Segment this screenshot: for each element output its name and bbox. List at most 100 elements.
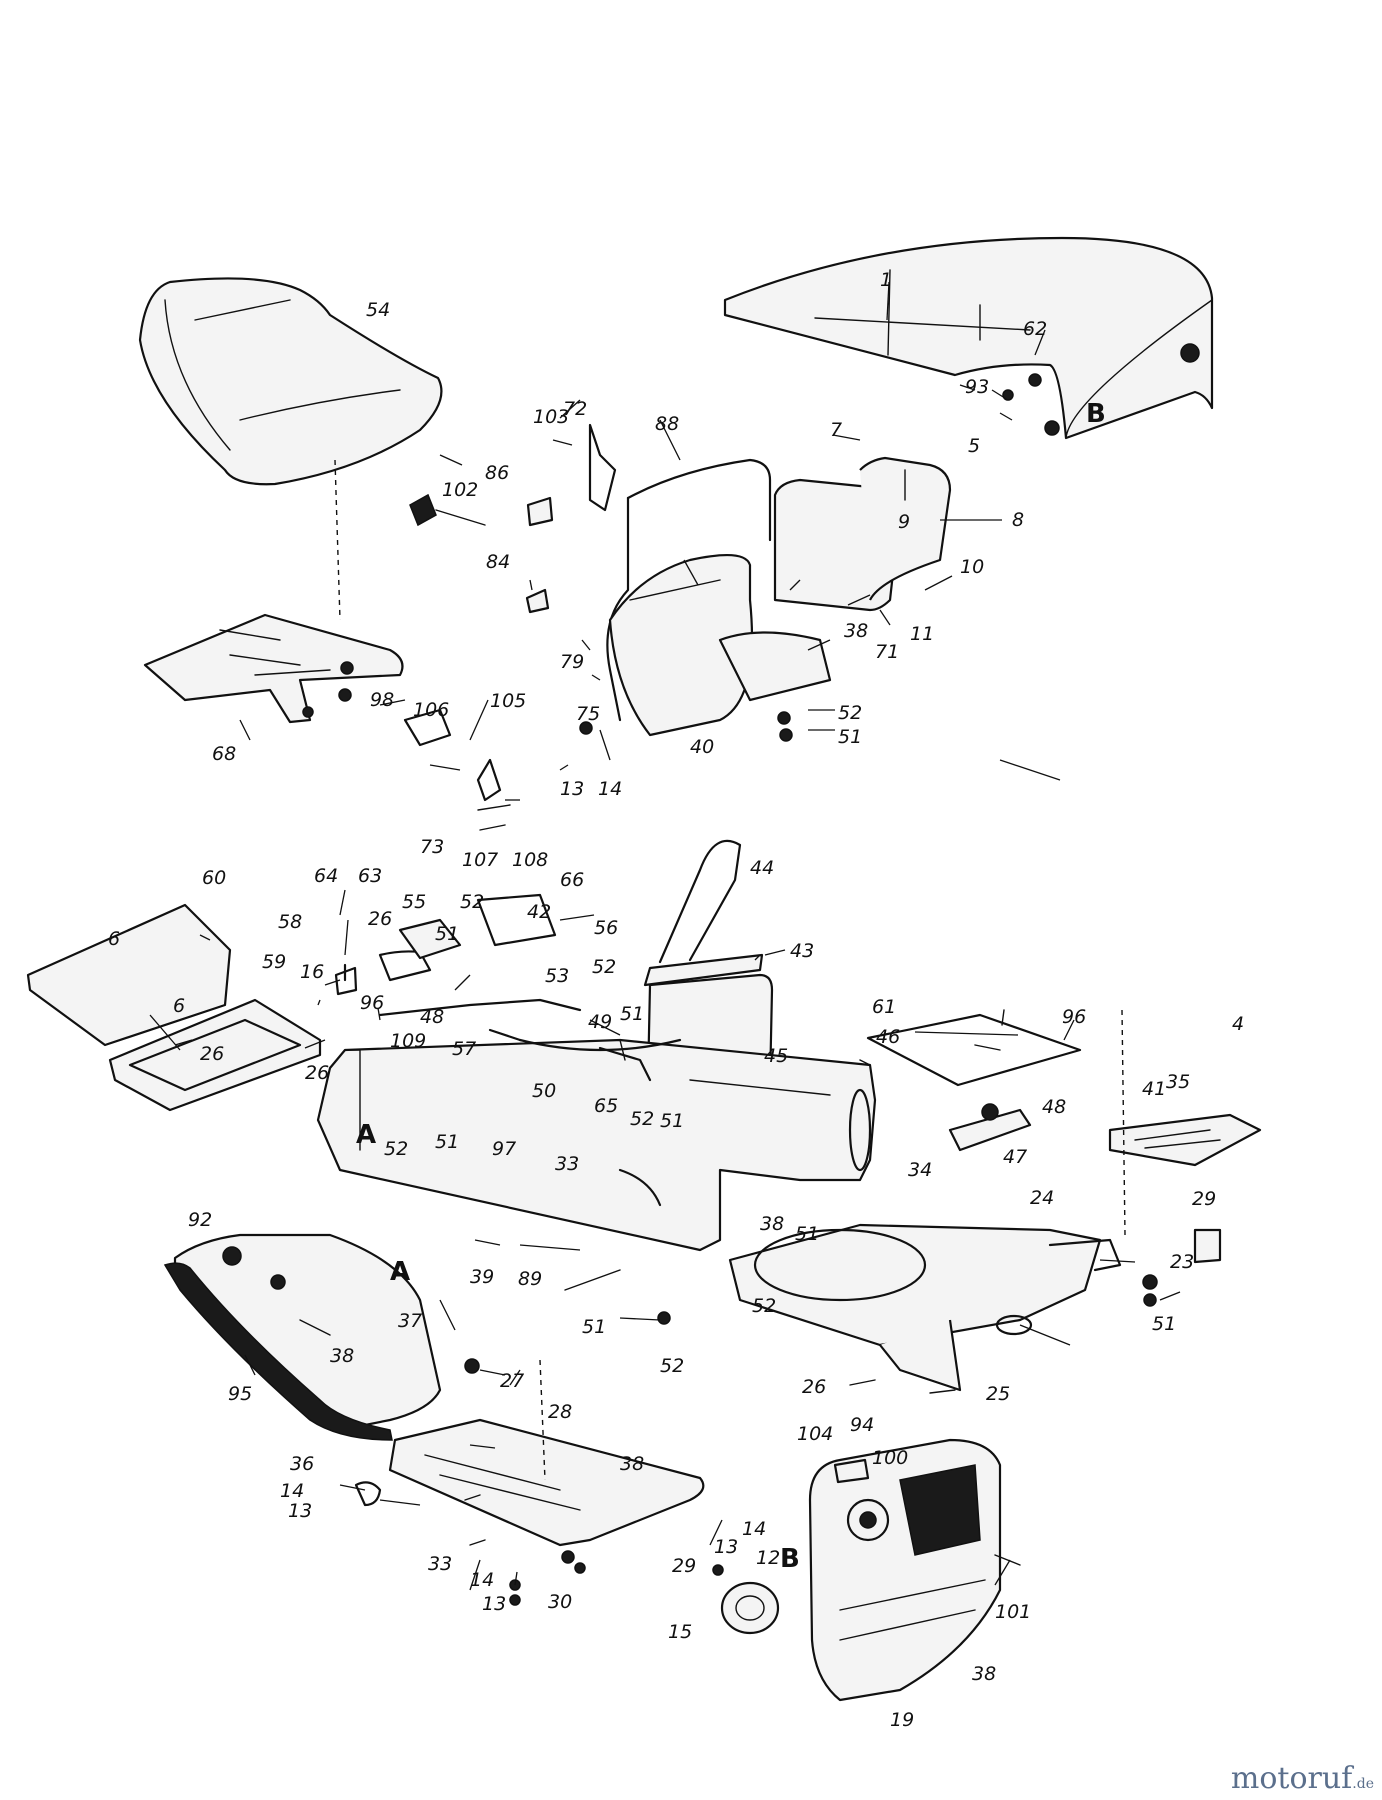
callout-98: 98	[370, 689, 394, 711]
callout-107: 107	[462, 849, 498, 871]
callout-92: 92	[188, 1209, 212, 1231]
callout-33: 33	[428, 1553, 452, 1575]
ref-mark-a: A	[356, 1120, 376, 1150]
callout-10: 10	[960, 556, 984, 578]
bracket-plate-part	[866, 1013, 1082, 1152]
ref-mark-b: B	[780, 1544, 800, 1574]
callout-7: 7	[830, 419, 842, 441]
callout-52: 52	[660, 1355, 684, 1377]
callout-104: 104	[797, 1423, 833, 1445]
callout-50: 50	[532, 1080, 556, 1102]
hardware-fasteners	[334, 373, 1222, 1606]
callout-43: 43	[790, 940, 814, 962]
callout-72: 72	[563, 398, 587, 420]
callout-96: 96	[1062, 1006, 1086, 1028]
callout-102: 102	[442, 479, 478, 501]
callout-79: 79	[560, 651, 584, 673]
callout-106: 106	[413, 699, 449, 721]
callout-52: 52	[592, 956, 616, 978]
callout-58: 58	[278, 911, 302, 933]
right-bracket-part	[1108, 1009, 1262, 1236]
callout-101: 101	[995, 1601, 1031, 1623]
callout-38: 38	[972, 1663, 996, 1685]
callout-29: 29	[1192, 1188, 1216, 1210]
callout-51: 51	[435, 923, 459, 945]
callout-8: 8	[1012, 509, 1024, 531]
seat-plate-part	[143, 613, 404, 724]
callout-27: 27	[500, 1370, 524, 1392]
callout-41: 41	[1142, 1078, 1166, 1100]
callout-57: 57	[452, 1038, 476, 1060]
callout-14: 14	[742, 1518, 766, 1540]
callout-5: 5	[968, 435, 980, 457]
callout-52: 52	[630, 1108, 654, 1130]
callout-51: 51	[1152, 1313, 1176, 1335]
callout-65: 65	[594, 1095, 618, 1117]
callout-88: 88	[655, 413, 679, 435]
callout-24: 24	[1030, 1187, 1054, 1209]
callout-46: 46	[876, 1026, 900, 1048]
callout-71: 71	[875, 641, 899, 663]
callout-37: 37	[398, 1310, 422, 1332]
ref-mark-a: A	[390, 1257, 410, 1287]
footrest-part	[388, 1359, 705, 1547]
callout-38: 38	[844, 620, 868, 642]
callout-16: 16	[300, 961, 324, 983]
callout-100: 100	[872, 1447, 908, 1469]
callout-97: 97	[492, 1138, 516, 1160]
callout-14: 14	[470, 1569, 494, 1591]
callout-33: 33	[555, 1153, 579, 1175]
callout-34: 34	[908, 1159, 932, 1181]
callout-64: 64	[314, 865, 338, 887]
callout-45: 45	[764, 1045, 788, 1067]
callout-52: 52	[384, 1138, 408, 1160]
callout-13: 13	[560, 778, 584, 800]
callout-51: 51	[660, 1110, 684, 1132]
callout-26: 26	[200, 1043, 224, 1065]
callout-108: 108	[512, 849, 548, 871]
fuel-tank-part	[773, 456, 952, 612]
rear-frame-part	[728, 1223, 1122, 1392]
callout-35: 35	[1166, 1071, 1190, 1093]
leader-lines	[149, 281, 1181, 1591]
callout-51: 51	[435, 1131, 459, 1153]
callout-14: 14	[598, 778, 622, 800]
callout-28: 28	[548, 1401, 572, 1423]
callout-68: 68	[212, 743, 236, 765]
callout-23: 23	[1170, 1251, 1194, 1273]
callout-13: 13	[288, 1500, 312, 1522]
callout-6: 6	[108, 928, 120, 950]
callout-49: 49	[588, 1011, 612, 1033]
callout-26: 26	[802, 1376, 826, 1398]
callout-48: 48	[420, 1006, 444, 1028]
callout-51: 51	[620, 1003, 644, 1025]
callout-6: 6	[173, 995, 185, 1017]
dash-panel-part	[606, 458, 832, 737]
callout-94: 94	[850, 1414, 874, 1436]
callout-4: 4	[1232, 1013, 1244, 1035]
callout-12: 12	[756, 1547, 780, 1569]
callout-40: 40	[690, 736, 714, 758]
callout-51: 51	[795, 1223, 819, 1245]
callout-38: 38	[760, 1213, 784, 1235]
callout-44: 44	[750, 857, 774, 879]
callout-47: 47	[1003, 1146, 1027, 1168]
callout-13: 13	[714, 1536, 738, 1558]
callout-55: 55	[402, 891, 426, 913]
callout-15: 15	[668, 1621, 692, 1643]
callout-25: 25	[986, 1383, 1010, 1405]
callout-26: 26	[368, 908, 392, 930]
callout-84: 84	[486, 551, 510, 573]
callout-14: 14	[280, 1480, 304, 1502]
callout-52: 52	[838, 702, 862, 724]
callout-62: 62	[1023, 318, 1047, 340]
callout-13: 13	[482, 1593, 506, 1615]
callout-19: 19	[890, 1709, 914, 1731]
headlight-part	[720, 1581, 780, 1635]
callout-89: 89	[518, 1268, 542, 1290]
callout-11: 11	[910, 623, 934, 645]
reference-marks: A A B B	[356, 399, 1106, 1574]
callout-38: 38	[330, 1345, 354, 1367]
callout-95: 95	[228, 1383, 252, 1405]
